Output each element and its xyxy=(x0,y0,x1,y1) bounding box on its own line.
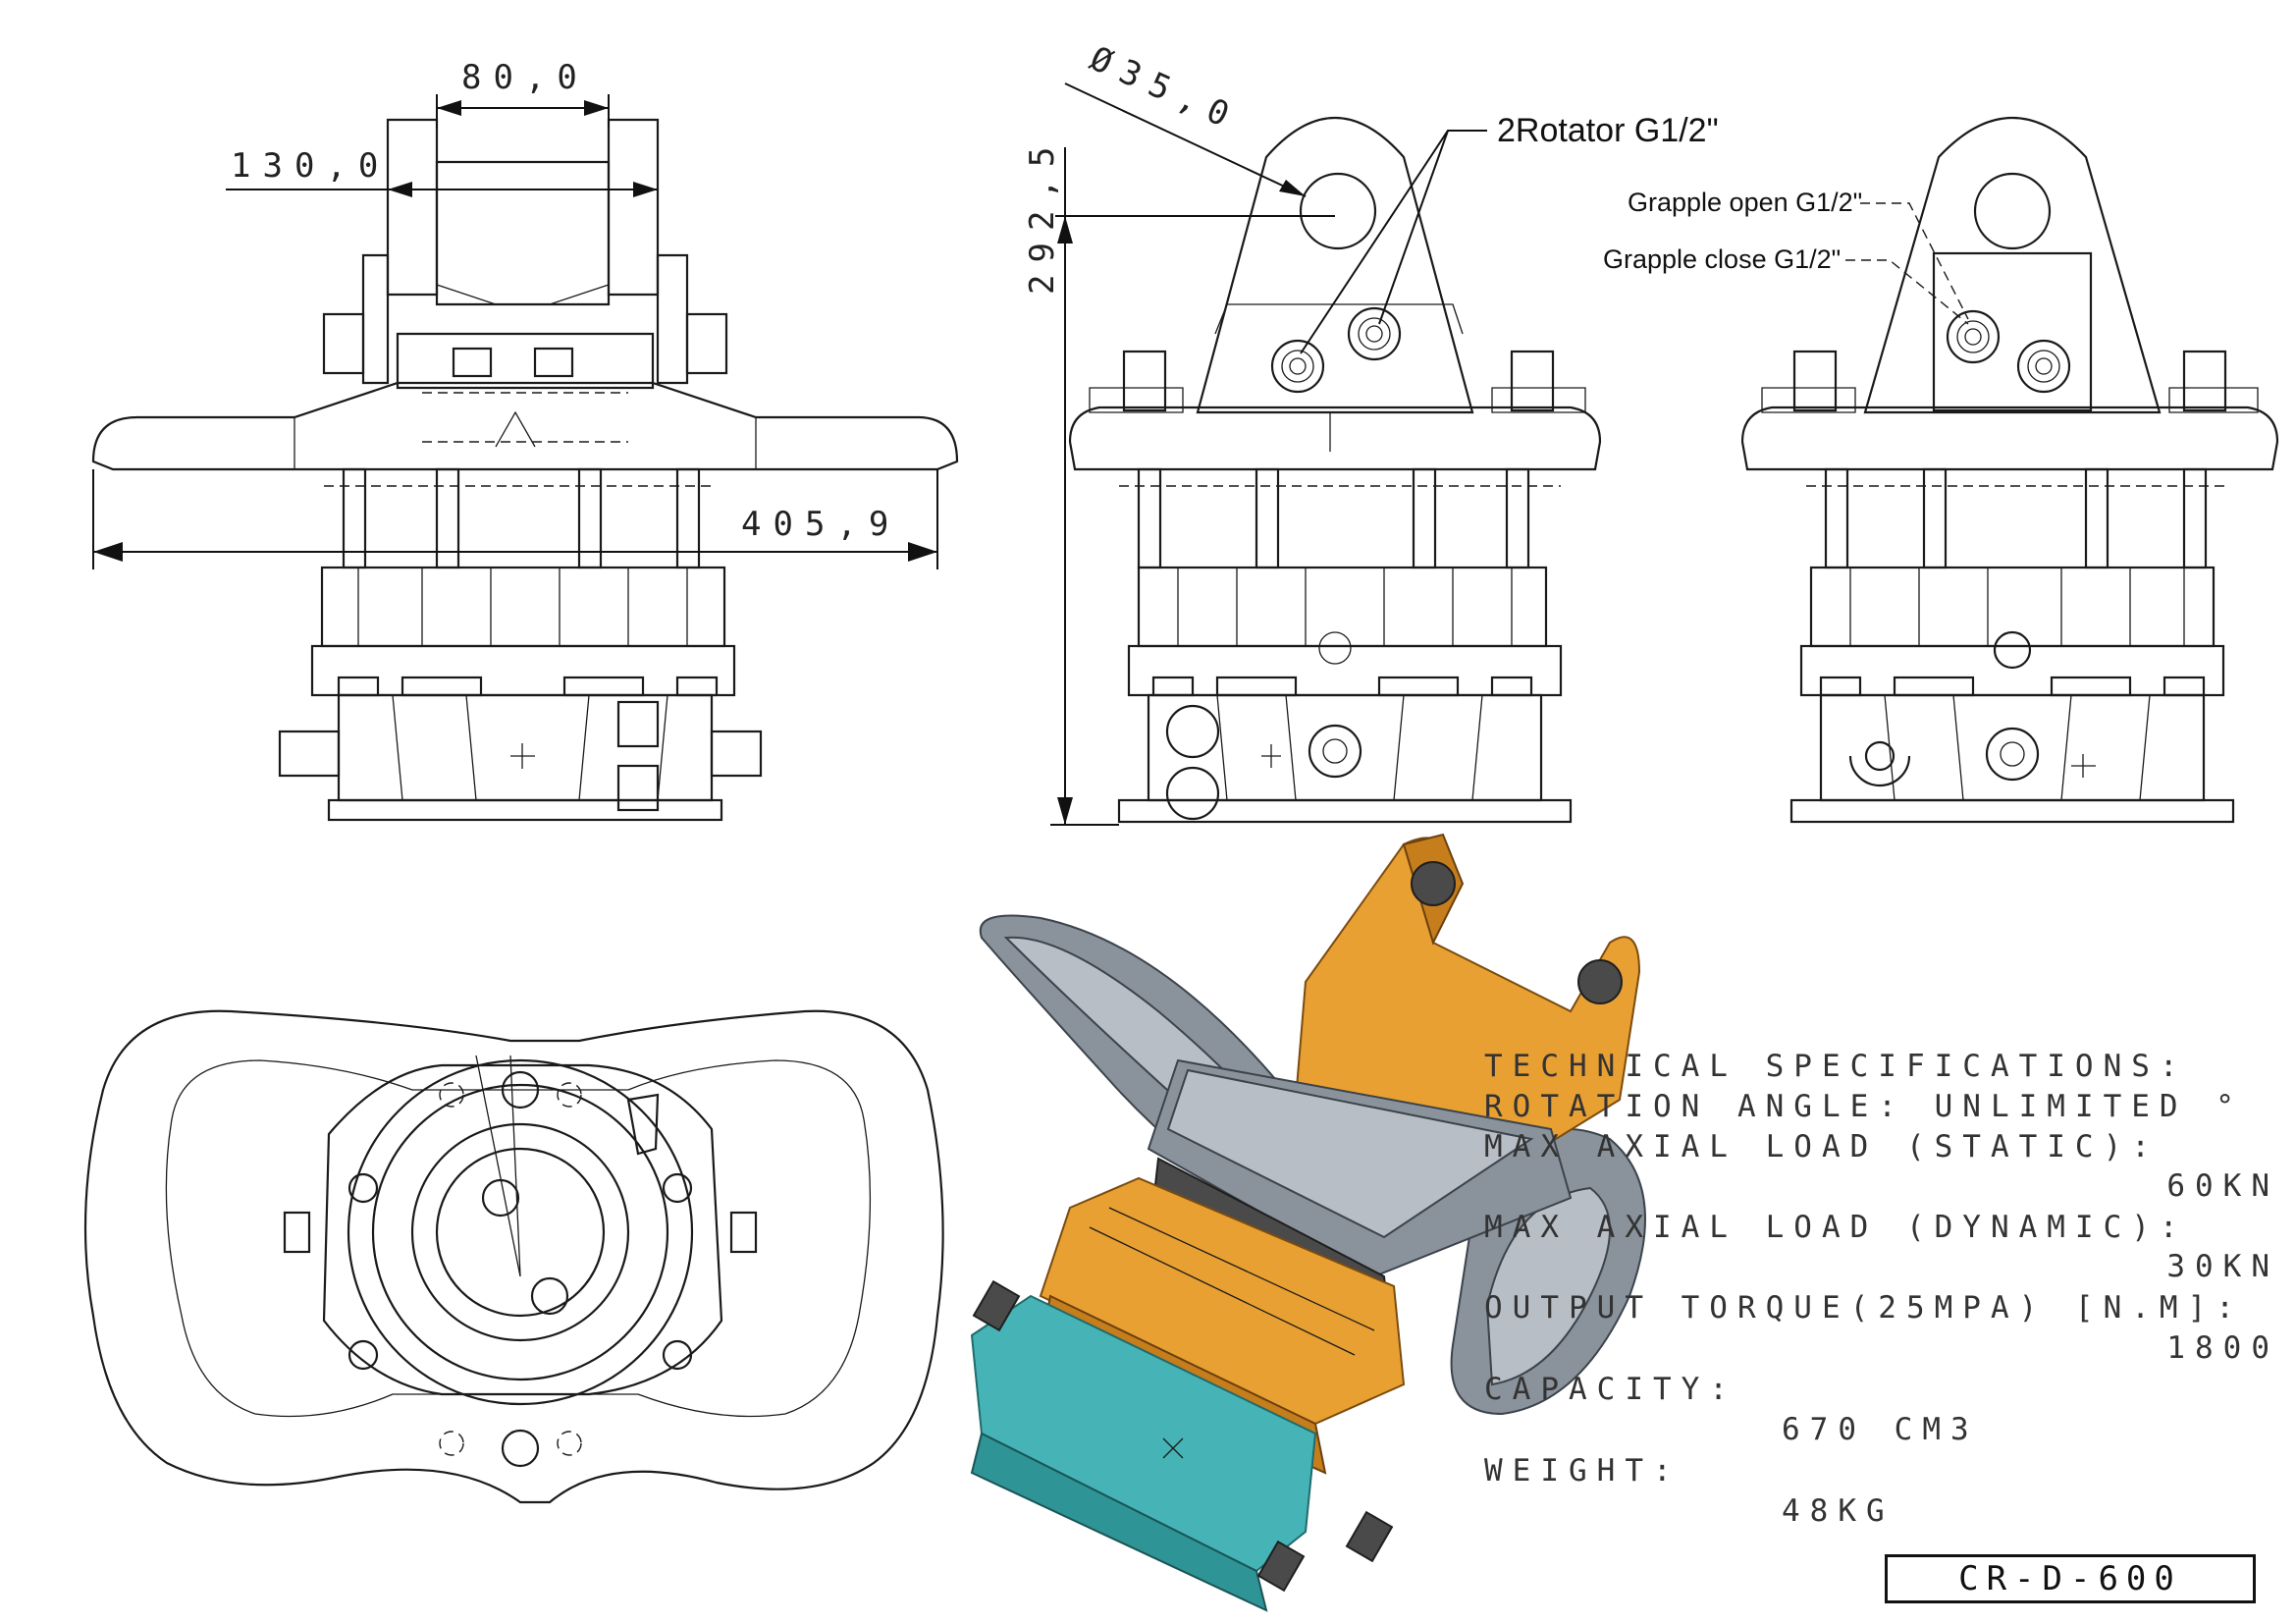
rotator-port-right xyxy=(1347,306,1402,361)
dim-width-base: 405,9 xyxy=(741,505,900,544)
callout-rotator-ports: 2Rotator G1/2" xyxy=(1497,112,1719,149)
dim-width-top: 80,0 xyxy=(461,58,589,97)
isometric-render xyxy=(970,833,1646,1612)
rotator-port-left xyxy=(1270,339,1325,394)
grapple-open-port xyxy=(1946,309,2001,364)
rear-view: Grapple open G1/2" Grapple close G1/2" xyxy=(1603,117,2279,824)
side-view: 292,5 Ø35,0 2Rotator G1/2" xyxy=(1023,39,1719,826)
callout-grapple-open: Grapple open G1/2" xyxy=(1628,188,1862,217)
spec-axial-static-value: 60KN xyxy=(2166,1168,2279,1204)
spec-axial-dynamic-value: 30KN xyxy=(2166,1249,2279,1284)
spec-heading: TECHNICAL SPECIFICATIONS: xyxy=(1484,1049,2188,1084)
spec-weight-value: 48KG xyxy=(1782,1493,1895,1529)
spec-torque-value: 1800 xyxy=(2166,1330,2279,1366)
dim-hole-diameter: Ø35,0 xyxy=(1084,39,1246,140)
model-number: CR-D-600 xyxy=(1958,1559,2182,1598)
dim-height-total: 292,5 xyxy=(1023,135,1062,295)
spec-capacity-value: 670 CM3 xyxy=(1782,1412,1979,1447)
top-view xyxy=(83,1009,944,1504)
spec-weight-label: WEIGHT: xyxy=(1484,1453,1682,1489)
grapple-close-port xyxy=(2016,339,2071,394)
spec-capacity-label: CAPACITY: xyxy=(1484,1372,1737,1407)
spec-axial-dynamic-label: MAX AXIAL LOAD (DYNAMIC): xyxy=(1484,1210,2188,1245)
callout-grapple-close: Grapple close G1/2" xyxy=(1603,244,1841,274)
dim-width-lug: 130,0 xyxy=(231,146,390,186)
technical-specifications: TECHNICAL SPECIFICATIONS: ROTATION ANGLE… xyxy=(1484,1049,2279,1529)
spec-axial-static-label: MAX AXIAL LOAD (STATIC): xyxy=(1484,1129,2160,1164)
model-title-block: CR-D-600 xyxy=(1885,1554,2256,1603)
front-view: 80,0 130,0 405,9 xyxy=(91,58,959,822)
spec-rotation-angle: ROTATION ANGLE: UNLIMITED ° xyxy=(1484,1089,2244,1124)
spec-torque-label: OUTPUT TORQUE(25MPA) [N.M]: xyxy=(1484,1290,2244,1326)
